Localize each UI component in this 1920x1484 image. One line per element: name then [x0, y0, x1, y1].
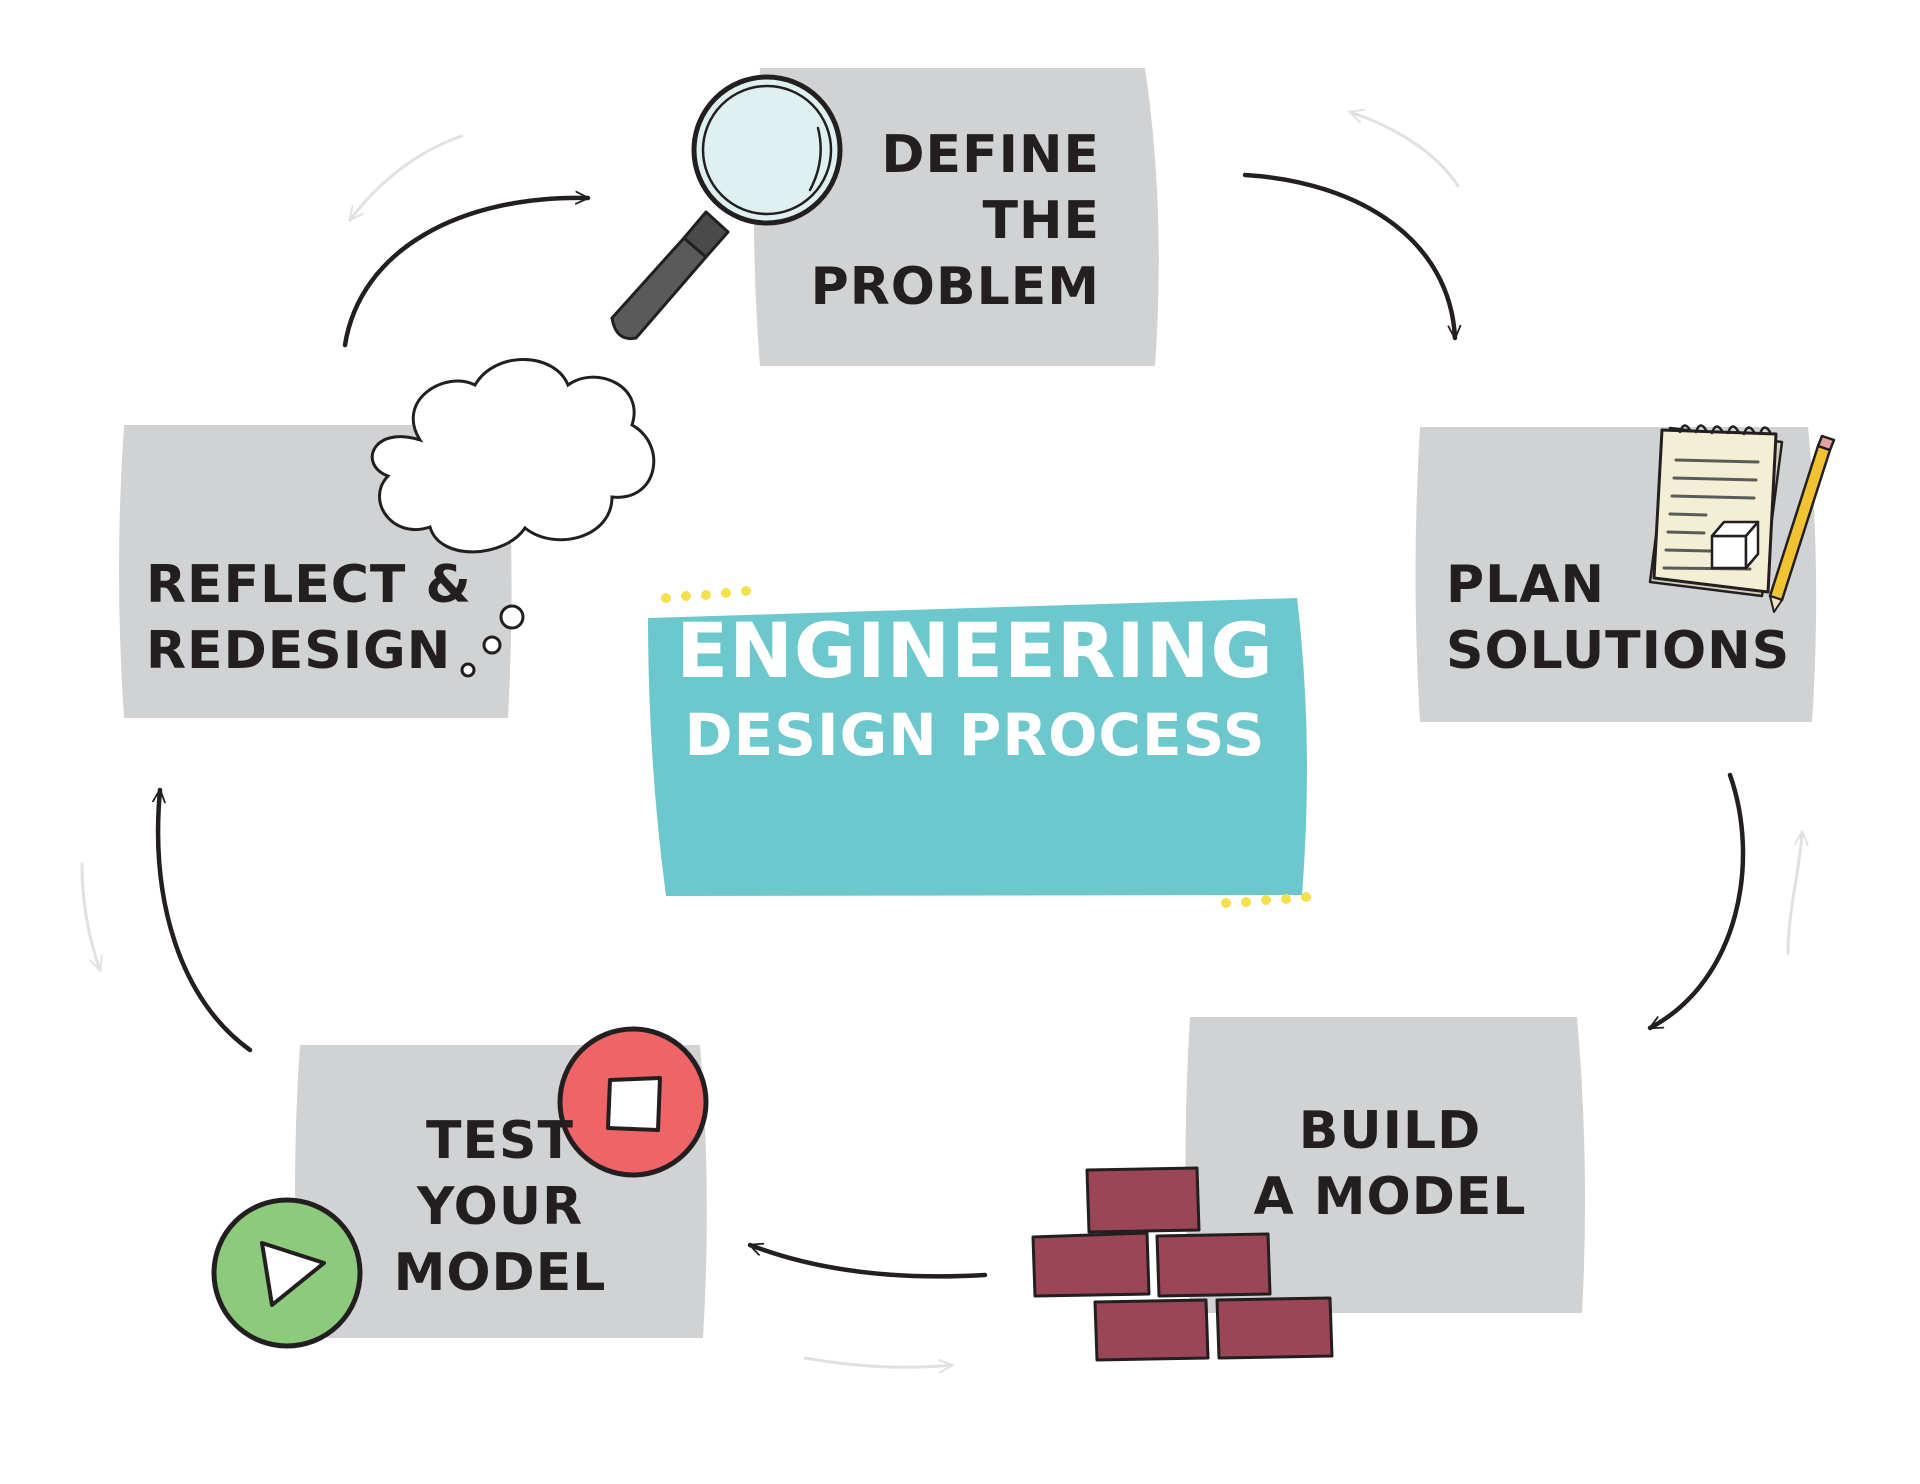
build-box — [1185, 1017, 1586, 1313]
title-line-2: DESIGN PROCESS — [684, 701, 1266, 769]
magnifying-glass-icon — [610, 74, 843, 341]
background-arrows — [80, 112, 1802, 1367]
play-button-icon — [211, 1197, 363, 1349]
faint-arrow-top-left — [348, 134, 464, 220]
step-test-label: TEST YOUR MODEL — [393, 1111, 607, 1303]
cube-sketch — [1710, 520, 1760, 570]
arrow-test-to-reflect — [158, 787, 253, 1053]
step-plan-label: PLAN SOLUTIONS — [1446, 555, 1791, 681]
title-line-1: ENGINEERING — [676, 606, 1274, 695]
pencil — [1768, 434, 1836, 613]
arrow-define-to-plan — [1242, 172, 1455, 341]
faint-arrow-right — [1786, 832, 1802, 955]
stop-button-icon — [557, 1026, 709, 1178]
faint-arrow-top-right — [1350, 112, 1460, 188]
faint-arrow-left — [80, 862, 100, 970]
brick-wall-icon — [1031, 1166, 1334, 1362]
diagram-title: ENGINEERING DESIGN PROCESS — [650, 605, 1300, 773]
arrow-plan-to-build — [1647, 772, 1746, 1031]
step-reflect-label: REFLECT & REDESIGN — [146, 555, 472, 681]
step-build-label: BUILD A MODEL — [1253, 1101, 1527, 1227]
faint-arrow-bottom — [803, 1356, 952, 1367]
notepad-pencil-icon — [1648, 424, 1836, 613]
title-dots-bottom — [1221, 892, 1311, 908]
thought-cloud-icon — [370, 358, 656, 678]
title-box — [648, 598, 1307, 896]
cycle-arrows — [158, 172, 1746, 1279]
define-box — [754, 68, 1159, 366]
title-dots-top — [661, 586, 751, 603]
arrow-build-to-test — [747, 1242, 988, 1279]
step-define-label: DEFINE THE PROBLEM — [810, 125, 1100, 317]
arrow-reflect-to-define — [342, 198, 591, 348]
